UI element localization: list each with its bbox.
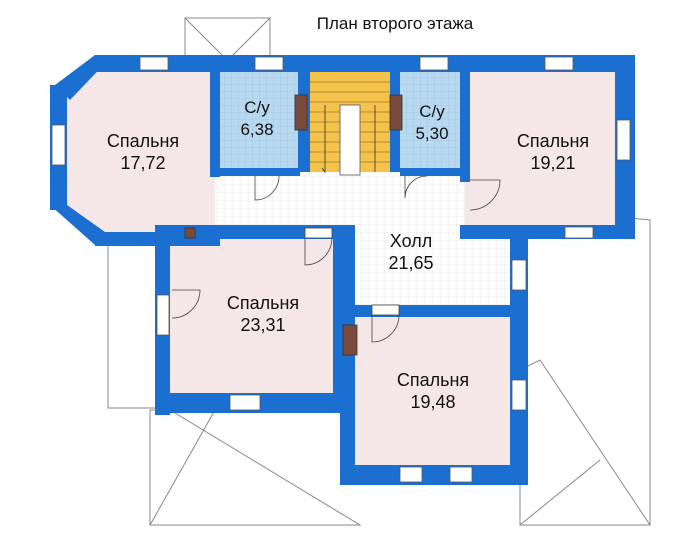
room-area: 6,38 <box>240 120 274 139</box>
room-area: 21,65 <box>388 253 434 273</box>
room-name: Холл <box>389 231 433 251</box>
windows <box>51 56 631 483</box>
room-bedroom-w: Спальня 23,31 <box>203 292 323 336</box>
doors <box>171 175 501 343</box>
room-name: Спальня <box>226 293 300 313</box>
room-area: 19,48 <box>410 392 456 412</box>
vent-ducts <box>184 94 403 356</box>
bedroom-w-floor <box>170 238 345 393</box>
room-name: С/у <box>419 102 445 121</box>
room-bedroom-ne: Спальня 19,21 <box>493 130 613 174</box>
page-title: План второго этажа <box>316 14 474 33</box>
room-name: С/у <box>244 98 270 117</box>
room-area: 5,30 <box>415 124 449 143</box>
room-area: 23,31 <box>240 315 286 335</box>
room-wc-left: С/у 6,38 <box>222 97 292 141</box>
room-area: 17,72 <box>120 153 166 173</box>
room-area: 19,21 <box>530 153 576 173</box>
room-bedroom-nw: Спальня 17,72 <box>83 130 203 174</box>
room-bedroom-s: Спальня 19,48 <box>373 369 493 413</box>
wc-left-floor <box>218 72 300 170</box>
room-name: Спальня <box>106 131 180 151</box>
room-name: Спальня <box>516 131 590 151</box>
wc-right-floor <box>400 72 465 170</box>
room-wc-right: С/у 5,30 <box>397 101 467 145</box>
bedroom-ne-floor <box>465 72 615 227</box>
staircase <box>310 81 390 176</box>
room-hall: Холл 21,65 <box>351 230 471 274</box>
room-name: Спальня <box>396 370 470 390</box>
bedroom-nw-floor <box>65 70 215 232</box>
